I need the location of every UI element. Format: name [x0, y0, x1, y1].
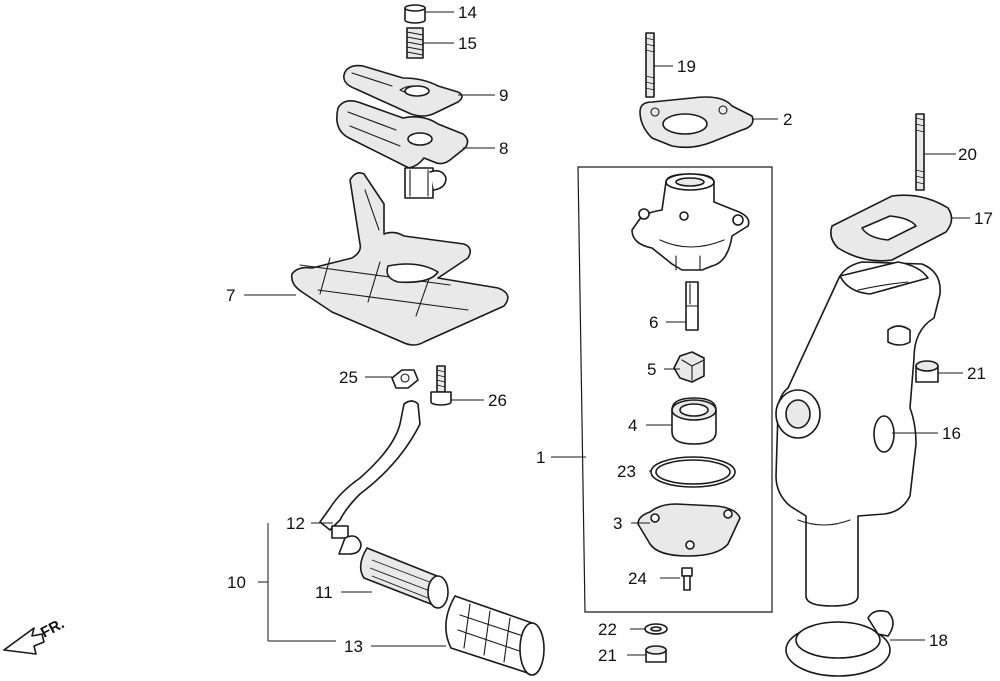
part-2-gasket: [639, 96, 754, 149]
part-12-hose: [319, 400, 421, 555]
callout-21-bottom: 21: [598, 646, 617, 665]
part-18-seal-ring: [785, 610, 894, 677]
leader-lines: [244, 11, 970, 656]
callout-6: 6: [649, 313, 658, 332]
part-20-stud: [915, 113, 925, 191]
part-11-filter-screen: [359, 547, 449, 609]
callout-16: 16: [942, 424, 961, 443]
callout-12: 12: [286, 514, 305, 533]
callout-25: 25: [339, 368, 358, 387]
callout-19: 19: [677, 57, 696, 76]
callout-3: 3: [613, 514, 622, 533]
part-4-outer-rotor: [671, 397, 717, 445]
callout-8: 8: [499, 139, 508, 158]
part-14-cap: [404, 4, 426, 24]
part-21-nut-bottom: [645, 645, 667, 663]
callout-26: 26: [488, 391, 507, 410]
part-16-extension-case: [775, 261, 941, 607]
callout-4: 4: [628, 416, 637, 435]
part-24-screw: [681, 567, 693, 591]
callout-10: 10: [227, 573, 246, 592]
part-23-o-ring: [650, 456, 736, 488]
callout-23: 23: [617, 462, 636, 481]
callout-2: 2: [783, 110, 792, 129]
part-19-stud: [645, 32, 655, 98]
callout-15: 15: [458, 34, 477, 53]
callout-13: 13: [344, 637, 363, 656]
part-17-gasket: [830, 194, 953, 262]
assembly-1-boundary: [577, 166, 773, 613]
callout-18: 18: [929, 631, 948, 650]
part-8-plate: [336, 100, 469, 199]
callout-20: 20: [958, 145, 977, 164]
callout-22: 22: [598, 620, 617, 639]
part-9-gasket: [343, 64, 463, 117]
callout-17: 17: [974, 209, 993, 228]
part-3-cover: [637, 503, 741, 557]
part-22-washer: [644, 623, 668, 635]
part-21-nut-right: [915, 360, 939, 383]
callout-11: 11: [315, 583, 333, 602]
callout-21-right: 21: [967, 364, 986, 383]
callout-9: 9: [499, 86, 508, 105]
part-26-bolt: [430, 365, 452, 406]
callout-14: 14: [458, 3, 477, 22]
callout-1: 1: [536, 448, 545, 467]
callout-5: 5: [647, 360, 656, 379]
callout-7: 7: [226, 286, 235, 305]
part-5-inner-rotor: [673, 351, 705, 383]
part-7-baffle-plate: [290, 172, 509, 346]
part-25-clamp: [391, 369, 419, 389]
part-6-shaft: [685, 281, 699, 331]
front-arrow-icon: [3, 627, 45, 655]
part-pump-body: [631, 173, 750, 271]
callout-24: 24: [628, 569, 647, 588]
part-13-strainer: [445, 595, 545, 676]
part-15-spring: [406, 27, 424, 59]
